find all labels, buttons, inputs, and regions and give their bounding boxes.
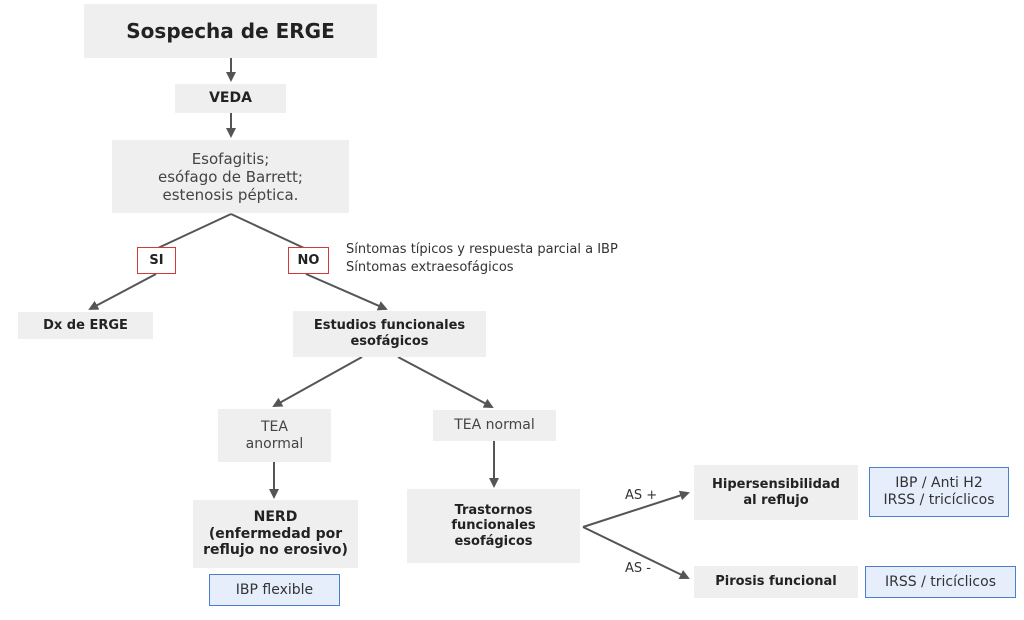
node-sospecha-erge: Sospecha de ERGE bbox=[84, 4, 377, 58]
node-tea-normal: TEA normal bbox=[433, 410, 556, 441]
node-estudios-funcionales: Estudios funcionales esofágicos bbox=[293, 311, 486, 357]
label-as-minus: AS - bbox=[625, 561, 651, 576]
node-pirosis-funcional: Pirosis funcional bbox=[694, 566, 858, 598]
node-ibp-flexible: IBP flexible bbox=[209, 574, 340, 606]
node-pyrosis-treatment: IRSS / tricíclicos bbox=[865, 566, 1016, 598]
line-findings-to-si bbox=[157, 213, 232, 249]
label-as-plus: AS + bbox=[625, 488, 658, 503]
node-trastornos-funcionales: Trastornos funcionales esofágicos bbox=[407, 489, 580, 563]
node-nerd: NERD (enfermedad por reflujo no erosivo) bbox=[193, 500, 358, 568]
node-hyper-treatment: IBP / Anti H2 IRSS / tricíclicos bbox=[869, 467, 1009, 517]
arrow-functional-to-hyper bbox=[582, 490, 690, 528]
node-findings: Esofagitis; esófago de Barrett; estenosi… bbox=[112, 140, 349, 213]
line-findings-to-no bbox=[230, 213, 305, 249]
no-branch-note: Síntomas típicos y respuesta parcial a I… bbox=[346, 242, 618, 275]
arrow-functional-to-pyrosis bbox=[582, 526, 690, 580]
node-si: SI bbox=[137, 247, 176, 274]
node-dx-erge: Dx de ERGE bbox=[18, 312, 153, 339]
node-tea-anormal: TEA anormal bbox=[218, 409, 331, 462]
node-no: NO bbox=[288, 247, 329, 274]
arrow-studies-to-tea-abnormal bbox=[272, 356, 363, 407]
arrow-si-to-dx bbox=[88, 273, 157, 310]
node-hipersensibilidad: Hipersensibilidad al reflujo bbox=[694, 465, 858, 520]
arrow-studies-to-tea-normal bbox=[397, 356, 494, 408]
arrow-no-to-studies bbox=[305, 273, 388, 311]
node-veda: VEDA bbox=[175, 84, 286, 113]
